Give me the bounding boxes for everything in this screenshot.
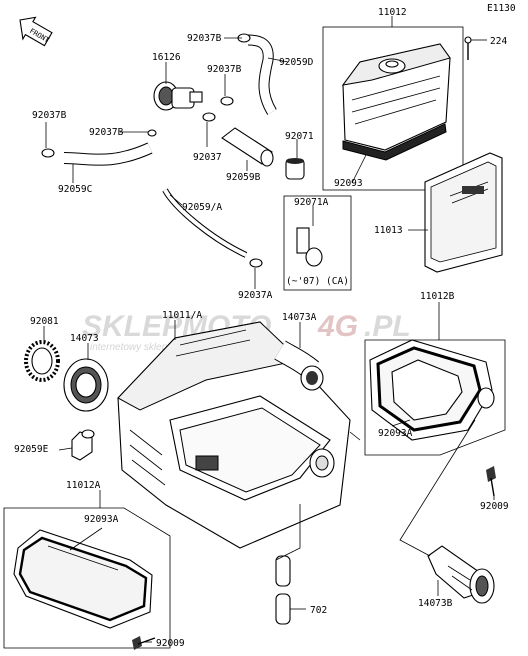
label-92093: 92093 — [334, 178, 363, 189]
label-92071: 92071 — [285, 131, 314, 142]
cap-92071 — [285, 158, 305, 180]
label-92059C: 92059C — [58, 184, 92, 195]
fitting-92071A — [296, 227, 323, 267]
clamp-92037-pair — [202, 96, 234, 122]
duct-14073B — [427, 545, 495, 604]
label-11012A: 11012A — [66, 480, 101, 491]
air-cleaner-cover-left — [3, 507, 171, 649]
label-14073A: 14073A — [282, 312, 317, 323]
label-92037B-mid: 92037B — [207, 64, 242, 75]
watermark-subtitle: internetowy sklep motocyklowy — [90, 342, 228, 353]
air-cleaner-cover — [322, 26, 464, 191]
bolt-224-icon — [464, 36, 472, 60]
hose-92059C — [63, 142, 153, 166]
label-92037B-left: 92037B — [32, 110, 67, 121]
watermark-brand-b: 4G — [317, 310, 358, 343]
air-filter-element — [424, 152, 503, 273]
leader-lines — [43, 16, 495, 643]
breather-valve — [153, 81, 203, 111]
bolt-92009-bottom — [132, 636, 156, 650]
label-11013: 11013 — [374, 225, 403, 236]
air-cleaner-cover-right — [364, 339, 506, 456]
duct-14073 — [63, 358, 109, 412]
diagram-code: E1130 — [487, 3, 516, 14]
clamp-ring-92081 — [24, 340, 60, 382]
label-92093A-right: 92093A — [378, 428, 413, 439]
clamp-92037B-left2 — [147, 129, 157, 137]
hose-92059A — [162, 188, 248, 258]
label-16126: 16126 — [152, 52, 181, 63]
duct-14073A — [274, 340, 324, 391]
label-92059B: 92059B — [226, 172, 261, 183]
label-92059D: 92059D — [279, 57, 314, 68]
label-92093A-left: 92093A — [84, 514, 119, 525]
label-11011A: 11011/A — [162, 310, 202, 321]
variant-box — [283, 195, 352, 291]
drain-hose-702 — [275, 555, 291, 625]
label-92037B-left2: 92037B — [89, 127, 124, 138]
elbow-92059E — [71, 429, 95, 461]
front-arrow-icon: FRONT — [19, 16, 53, 47]
part-labels: 11012 224 92037B 16126 92059D 92037B 920… — [14, 7, 509, 649]
label-702: 702 — [310, 605, 327, 616]
watermark-domain: .PL — [364, 310, 411, 343]
label-92009-bottom: 92009 — [156, 638, 185, 649]
label-224: 224 — [490, 36, 507, 47]
label-92059A: 92059/A — [182, 202, 222, 213]
label-11012: 11012 — [378, 7, 407, 18]
label-92071A: 92071A — [294, 197, 329, 208]
label-92037B-top: 92037B — [187, 33, 222, 44]
label-14073: 14073 — [70, 333, 99, 344]
clamp-92037A — [249, 258, 263, 268]
bolt-92009-right — [486, 466, 496, 497]
hose-92059D — [247, 34, 277, 115]
hose-92059B — [221, 127, 274, 167]
label-92009-right: 92009 — [480, 501, 509, 512]
label-92081: 92081 — [30, 316, 59, 327]
label-14073B: 14073B — [418, 598, 453, 609]
label-11012B: 11012B — [420, 291, 455, 302]
label-92037: 92037 — [193, 152, 222, 163]
label-92037A: 92037A — [238, 290, 273, 301]
clamp-92037B-left — [41, 148, 55, 158]
label-92059E: 92059E — [14, 444, 49, 455]
label-07-note: (~'07) (CA) — [286, 276, 349, 287]
air-cleaner-housing — [117, 321, 351, 549]
